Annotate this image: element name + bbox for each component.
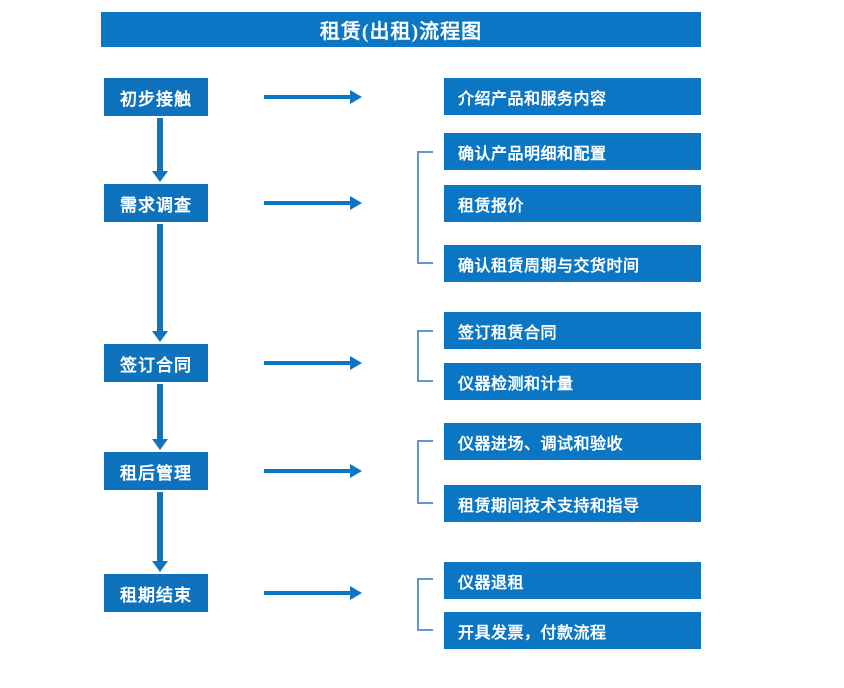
stage-box-1[interactable]: 初步接触 — [104, 78, 208, 116]
horizontal-arrow-2 — [264, 194, 362, 212]
vertical-arrow-1 — [151, 118, 169, 182]
stage-box-3[interactable]: 签订合同 — [104, 344, 208, 382]
horizontal-arrow-5 — [264, 584, 362, 602]
detail-box-10[interactable]: 开具发票，付款流程 — [444, 612, 701, 649]
vertical-arrow-3 — [151, 384, 169, 450]
detail-box-3[interactable]: 租赁报价 — [444, 185, 701, 222]
vertical-arrow-4 — [151, 492, 169, 572]
horizontal-arrow-4 — [264, 462, 362, 480]
stage-box-4[interactable]: 租后管理 — [104, 452, 208, 490]
horizontal-arrow-1 — [264, 88, 362, 106]
vertical-arrow-2 — [151, 224, 169, 342]
detail-box-6[interactable]: 仪器检测和计量 — [444, 363, 701, 400]
group-bracket-4 — [417, 578, 433, 631]
detail-box-9[interactable]: 仪器退租 — [444, 562, 701, 599]
detail-box-2[interactable]: 确认产品明细和配置 — [444, 133, 701, 170]
stage-box-2[interactable]: 需求调查 — [104, 184, 208, 222]
group-bracket-3 — [417, 440, 433, 504]
detail-box-1[interactable]: 介绍产品和服务内容 — [444, 78, 701, 115]
horizontal-arrow-3 — [264, 354, 362, 372]
group-bracket-2 — [417, 330, 433, 382]
detail-box-5[interactable]: 签订租赁合同 — [444, 312, 701, 349]
page-title: 租赁(出租)流程图 — [101, 12, 701, 47]
group-bracket-1 — [417, 151, 433, 264]
stage-box-5[interactable]: 租期结束 — [104, 574, 208, 612]
detail-box-4[interactable]: 确认租赁周期与交货时间 — [444, 245, 701, 282]
detail-box-8[interactable]: 租赁期间技术支持和指导 — [444, 485, 701, 522]
detail-box-7[interactable]: 仪器进场、调试和验收 — [444, 423, 701, 460]
